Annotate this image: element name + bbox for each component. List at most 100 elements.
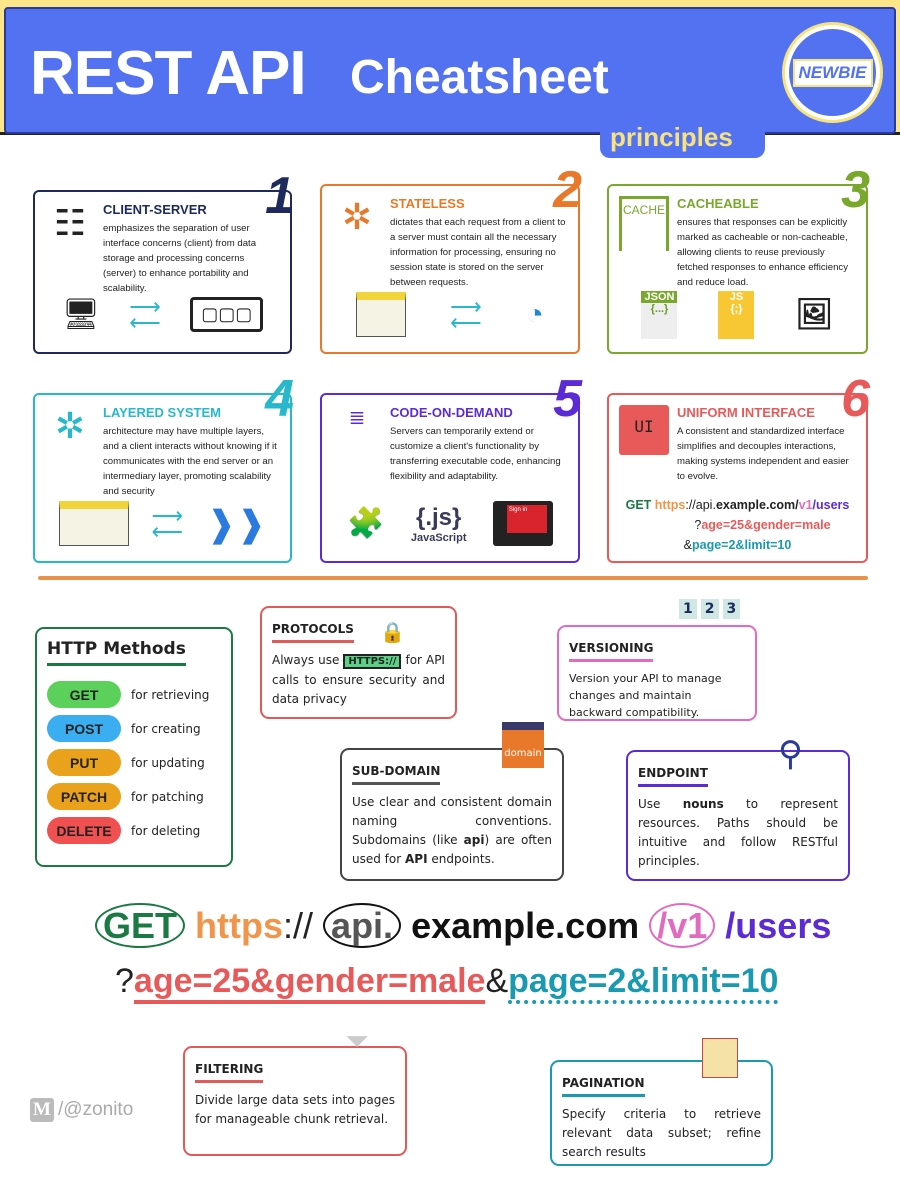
exchange-arrows-icon: ⟶⟵ (129, 293, 161, 335)
query-amp: & (485, 962, 509, 1000)
image-file-icon: 🖼 (795, 298, 834, 331)
card-number: 3 (841, 161, 870, 219)
query-filter: age=25&gender=male (133, 962, 486, 1004)
endpoint-title: ENDPOINT (638, 766, 708, 787)
plugin-icon: 🧩 (347, 507, 385, 540)
client-server-icon: ☷ (53, 202, 87, 243)
card-title: CLIENT-SERVER (103, 202, 207, 217)
method-row-delete: DELETE for deleting (47, 817, 221, 844)
method-row-get: GET for retrieving (47, 681, 221, 708)
url-version: /v1 (649, 903, 716, 948)
endpoint-text: Use nouns to represent resources. Paths … (638, 797, 838, 868)
uniform-url-example: GET https://api.example.com/v1/users ?ag… (625, 498, 850, 552)
method-pill: POST (47, 715, 121, 742)
card-cacheable: 3 CACHE CACHEABLE ensures that responses… (607, 161, 870, 354)
json-file-icon: JSON{...} (641, 290, 678, 339)
url-path: /users (725, 905, 832, 946)
url-sep: :// (283, 905, 314, 946)
layered-art: ⟶⟵❱❱ (47, 496, 278, 551)
method-row-put: PUT for updating (47, 749, 221, 776)
card-number: 1 (265, 167, 294, 225)
query-mark: ? (115, 962, 134, 1000)
stateless-art: ⟶⟵ ◔ (334, 287, 566, 342)
user-search-icon: ⚲ (778, 734, 803, 774)
card-text: Servers can temporarily extend or custom… (390, 426, 561, 482)
card-uniform-interface: 6 UI UNIFORM INTERFACE A consistent and … (607, 370, 870, 563)
lock-icon: 🔒 (380, 620, 405, 644)
stateless-icon: ✲ (341, 196, 373, 237)
window-icon (58, 501, 129, 546)
card-stateless: 2 ✲ STATELESS dictates that each request… (320, 161, 582, 354)
protocols-box: PROTOCOLS Always use HTTPS:// for API ca… (260, 606, 457, 719)
card-title: CODE-ON-DEMAND (390, 405, 513, 420)
card-title: CACHEABLE (677, 196, 759, 211)
gauge-icon: ◔ (525, 297, 544, 331)
section-divider (38, 576, 868, 580)
funnel-icon: ⏷ (345, 1024, 369, 1059)
card-client-server: 1 ☷ CLIENT-SERVER emphasizes the separat… (33, 167, 294, 354)
filtering-box: FILTERING Divide large data sets into pa… (183, 1024, 407, 1156)
monitor-icon: 🖥 (61, 298, 100, 331)
card-text: A consistent and standardized interface … (677, 426, 849, 482)
window-icon (356, 292, 407, 337)
protocols-title: PROTOCOLS (272, 622, 354, 643)
https-badge: HTTPS:// (343, 654, 402, 669)
server-icon: ▢▢▢ (190, 297, 264, 332)
example-query: ?age=25&gender=male&page=2&limit=10 (115, 962, 779, 1004)
versioning-box: VERSIONING Version your API to manage ch… (557, 599, 757, 721)
method-desc: for deleting (131, 823, 201, 838)
ui-icon: UI (619, 405, 669, 455)
protocols-text: Always use HTTPS:// for API calls to ens… (272, 653, 445, 706)
pagination-title: PAGINATION (562, 1076, 645, 1097)
card-layered-system: 4 ✲ LAYERED SYSTEM architecture may have… (33, 370, 294, 563)
book-reader-icon (702, 1038, 738, 1078)
pagination-box: PAGINATION Specify criteria to retrieve … (550, 1038, 773, 1166)
card-text: emphasizes the separation of user interf… (103, 223, 257, 294)
filtering-title: FILTERING (195, 1062, 264, 1083)
card-text: architecture may have multiple layers, a… (103, 426, 277, 497)
domain-search-icon: domain (502, 722, 544, 768)
query-pagination: page=2&limit=10 (508, 962, 779, 1004)
url-domain: example.com (411, 905, 640, 946)
card-number: 6 (841, 370, 870, 428)
method-desc: for creating (131, 721, 201, 736)
method-pill: GET (47, 681, 121, 708)
js-file-icon: JS{;} (718, 290, 755, 339)
author-credit[interactable]: M/@zonito (30, 1098, 133, 1122)
exchange-arrows-icon: ⟶⟵ (450, 293, 482, 335)
code-art: 🧩 {.js}JavaScript Sign in (334, 496, 566, 551)
exchange-arrows-icon: ⟶⟵ (151, 502, 184, 544)
card-number: 5 (553, 370, 582, 428)
method-desc: for updating (131, 755, 205, 770)
principles-tab: principles (600, 120, 765, 158)
laptop-signin-icon: Sign in (492, 501, 553, 546)
method-pill: PATCH (47, 783, 121, 810)
subdomain-box: SUB-DOMAIN Use clear and consistent doma… (340, 722, 564, 881)
card-number: 2 (553, 161, 582, 219)
card-text: ensures that responses can be explicitly… (677, 217, 849, 288)
method-row-post: POST for creating (47, 715, 221, 742)
javascript-logo: {.js}JavaScript (410, 503, 467, 544)
endpoint-box: ENDPOINT Use nouns to represent resource… (626, 734, 850, 881)
code-icon: ≣ (348, 407, 366, 429)
versioning-text: Version your API to manage changes and m… (569, 672, 722, 719)
method-desc: for retrieving (131, 687, 210, 702)
newbie-badge: NEWBIE (785, 25, 880, 120)
method-pill: PUT (47, 749, 121, 776)
card-code-on-demand: 5 ≣ CODE-ON-DEMAND Servers can temporari… (320, 370, 582, 563)
title-main: REST API (30, 39, 307, 108)
author-handle: /@zonito (58, 1099, 134, 1120)
title-banner (4, 7, 896, 134)
example-url: GET https:// api. example.com /v1 /users (95, 903, 832, 948)
pagination-text: Specify criteria to retrieve relevant da… (562, 1107, 761, 1159)
layered-icon: ✲ (54, 405, 86, 446)
card-text: dictates that each request from a client… (390, 217, 566, 288)
filtering-text: Divide large data sets into pages for ma… (195, 1093, 395, 1126)
subdomain-text: Use clear and consistent domain naming c… (352, 795, 552, 866)
medium-logo: M (30, 1098, 54, 1122)
title-sub: Cheatsheet (350, 51, 609, 104)
method-pill: DELETE (47, 817, 121, 844)
